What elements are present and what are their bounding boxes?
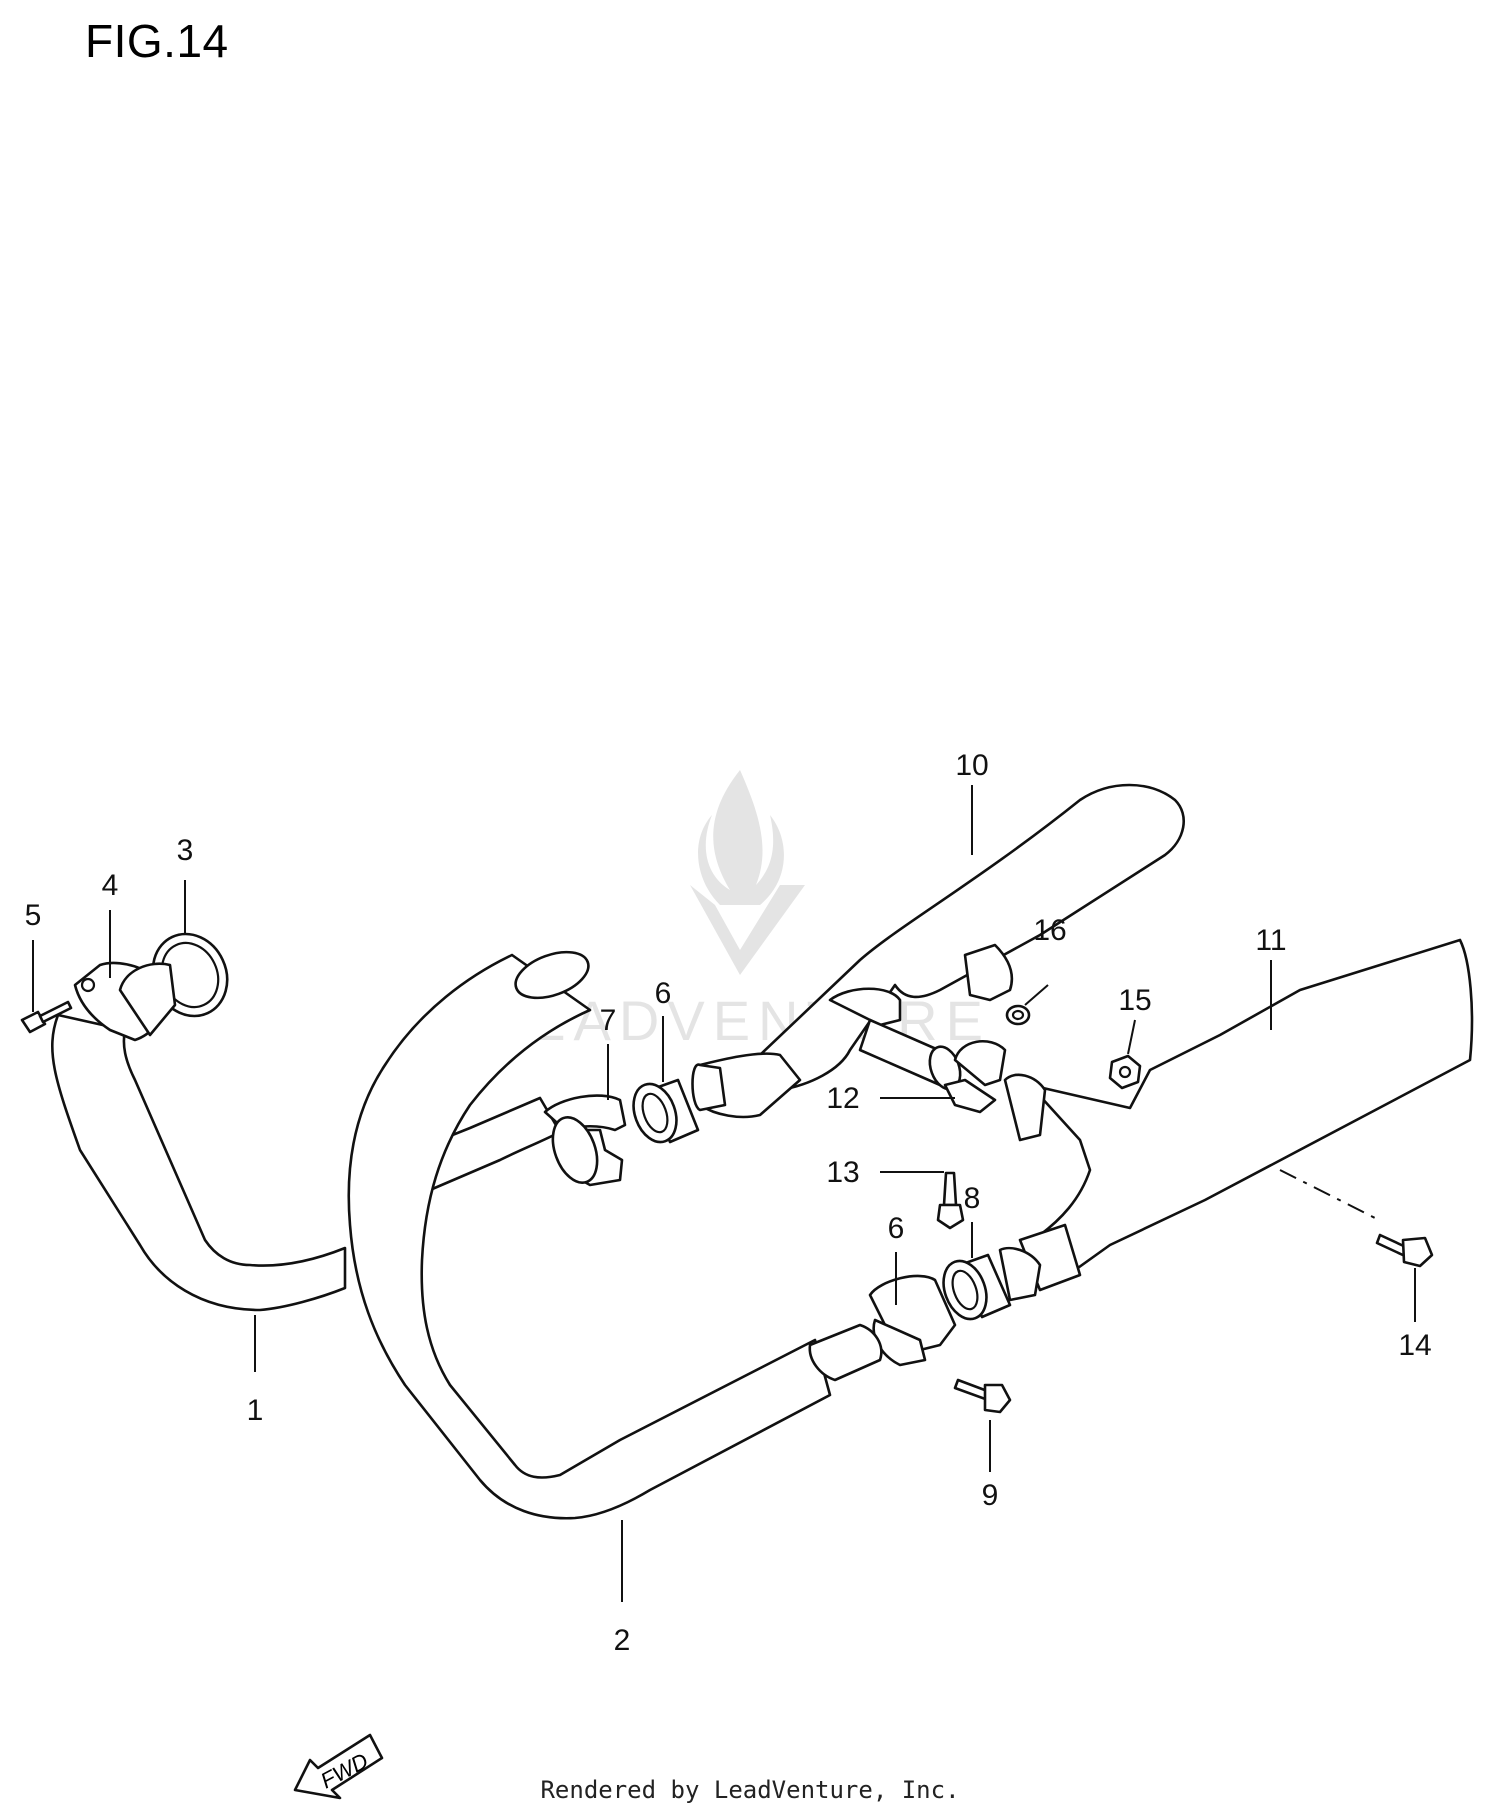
callout-10: 10 [955, 749, 988, 782]
part-11-lower-muffler [998, 938, 1474, 1302]
part-8-sleeve [942, 1253, 1012, 1321]
callout-14: 14 [1398, 1329, 1431, 1362]
watermark-v-icon [690, 885, 805, 975]
part-1-front-exhaust-pipe [51, 1013, 562, 1312]
part-10-upper-muffler [691, 783, 1185, 1119]
callout-9: 9 [982, 1479, 999, 1512]
part-2-rear-exhaust-pipe [347, 950, 832, 1520]
part-16-washer [1005, 1004, 1031, 1026]
part-12-clamp [943, 1040, 1007, 1114]
callout-5: 5 [25, 899, 42, 932]
watermark-flame-icon [698, 770, 784, 905]
callout-2: 2 [614, 1624, 631, 1657]
part-5-bolt [20, 1000, 73, 1034]
fwd-arrow-icon [293, 1733, 384, 1800]
part-9-bolt [953, 1378, 1012, 1414]
part-6-sleeve-upper [632, 1078, 700, 1144]
callouts: 1 2 3 4 5 6 6 7 8 9 10 11 12 13 14 15 16 [25, 749, 1432, 1657]
callout-13: 13 [826, 1156, 859, 1189]
callout-16: 16 [1033, 914, 1066, 947]
callout-7: 7 [600, 1004, 617, 1037]
callout-1: 1 [247, 1394, 264, 1427]
part-14-bolt [1375, 1233, 1434, 1268]
footer-credit: Rendered by LeadVenture, Inc. [540, 1776, 960, 1804]
callout-4: 4 [102, 869, 119, 902]
callout-12: 12 [826, 1082, 859, 1115]
callout-8: 8 [964, 1182, 981, 1215]
leader-lines [32, 785, 1416, 1602]
part-6-clamp-lower [808, 1274, 957, 1382]
callout-6-upper: 6 [655, 977, 672, 1010]
callout-15: 15 [1118, 984, 1151, 1017]
part-15-nut [1108, 1054, 1142, 1090]
part-13-bolt [936, 1171, 965, 1230]
part-4-flange [73, 961, 177, 1042]
callout-3: 3 [177, 834, 194, 867]
part-7-clamp [543, 1094, 627, 1187]
callout-6-lower: 6 [888, 1212, 905, 1245]
callout-11: 11 [1255, 924, 1286, 957]
figure-title: FIG.14 [85, 15, 229, 67]
